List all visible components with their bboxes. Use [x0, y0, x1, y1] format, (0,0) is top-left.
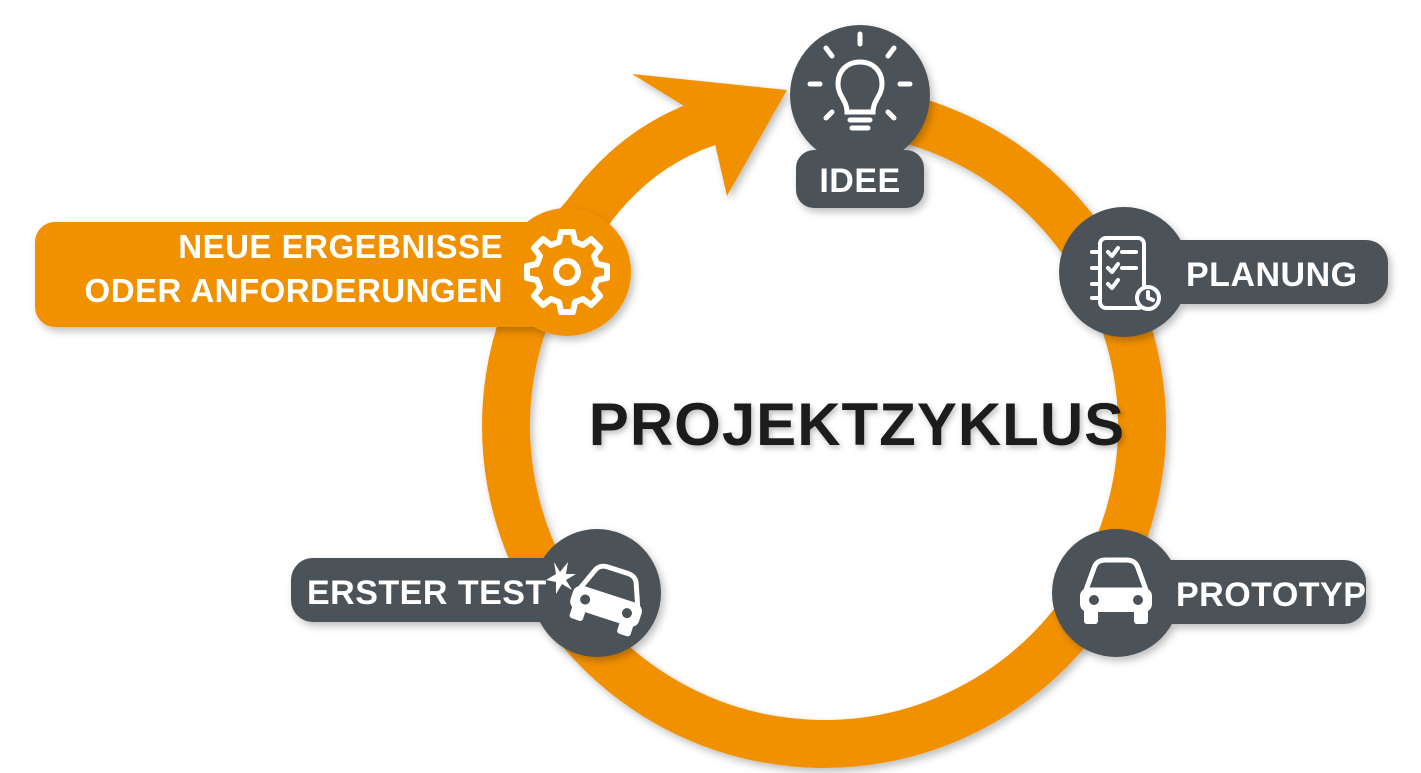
- node-idee: [790, 25, 930, 208]
- checklist-clock-icon: [1090, 236, 1161, 311]
- lightbulb-icon: [807, 31, 913, 131]
- label-idee: IDEE: [819, 162, 900, 200]
- label-erster-test: ERSTER TEST: [307, 574, 547, 612]
- label-neue-ergebnisse-line2: ODER ANFORDERUNGEN: [85, 272, 503, 309]
- cycle-arrow-shaft: [567, 94, 729, 229]
- gear-icon: [524, 229, 610, 315]
- cycle-arrow-head: [632, 74, 787, 196]
- label-neue-ergebnisse-line1: NEUE ERGEBNISSE: [178, 228, 503, 265]
- label-prototyp: PROTOTYP: [1176, 576, 1366, 614]
- center-title: PROJEKTZYKLUS: [589, 391, 1125, 458]
- node-neue-ergebnisse: [35, 208, 631, 336]
- car-icon: [1080, 557, 1152, 624]
- label-planung: PLANUNG: [1186, 256, 1358, 294]
- cycle-ring: [482, 74, 1167, 768]
- car-crash-icon: [546, 562, 642, 637]
